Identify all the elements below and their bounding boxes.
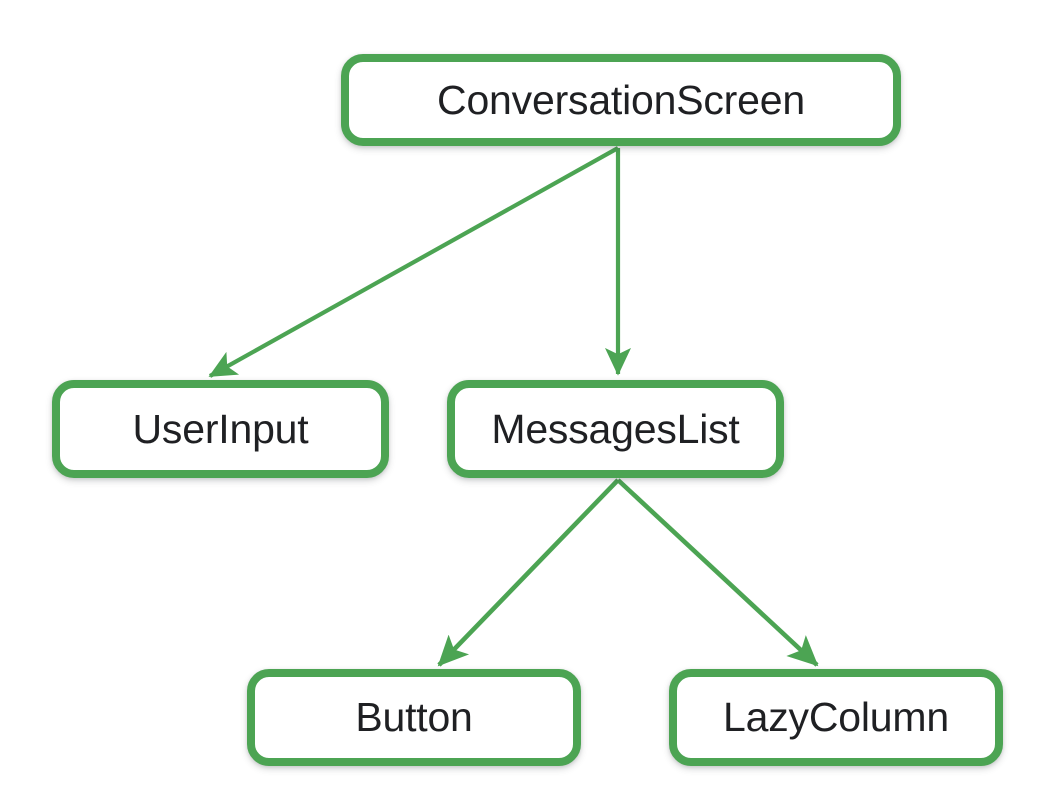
node-label: MessagesList [491, 405, 740, 452]
edge-messageslist-button [437, 478, 620, 667]
node-userinput[interactable]: UserInput [52, 380, 389, 478]
edge-conversationscreen-userinput [208, 146, 620, 378]
node-conversationscreen[interactable]: ConversationScreen [341, 54, 901, 146]
node-button[interactable]: Button [247, 669, 581, 766]
node-label: Button [355, 694, 473, 740]
edge-messageslist-lazycolumn [616, 478, 819, 667]
node-messageslist[interactable]: MessagesList [447, 380, 784, 478]
node-label: UserInput [132, 405, 309, 452]
node-label: LazyColumn [723, 694, 949, 740]
node-lazycolumn[interactable]: LazyColumn [669, 669, 1003, 766]
node-label: ConversationScreen [437, 76, 805, 123]
